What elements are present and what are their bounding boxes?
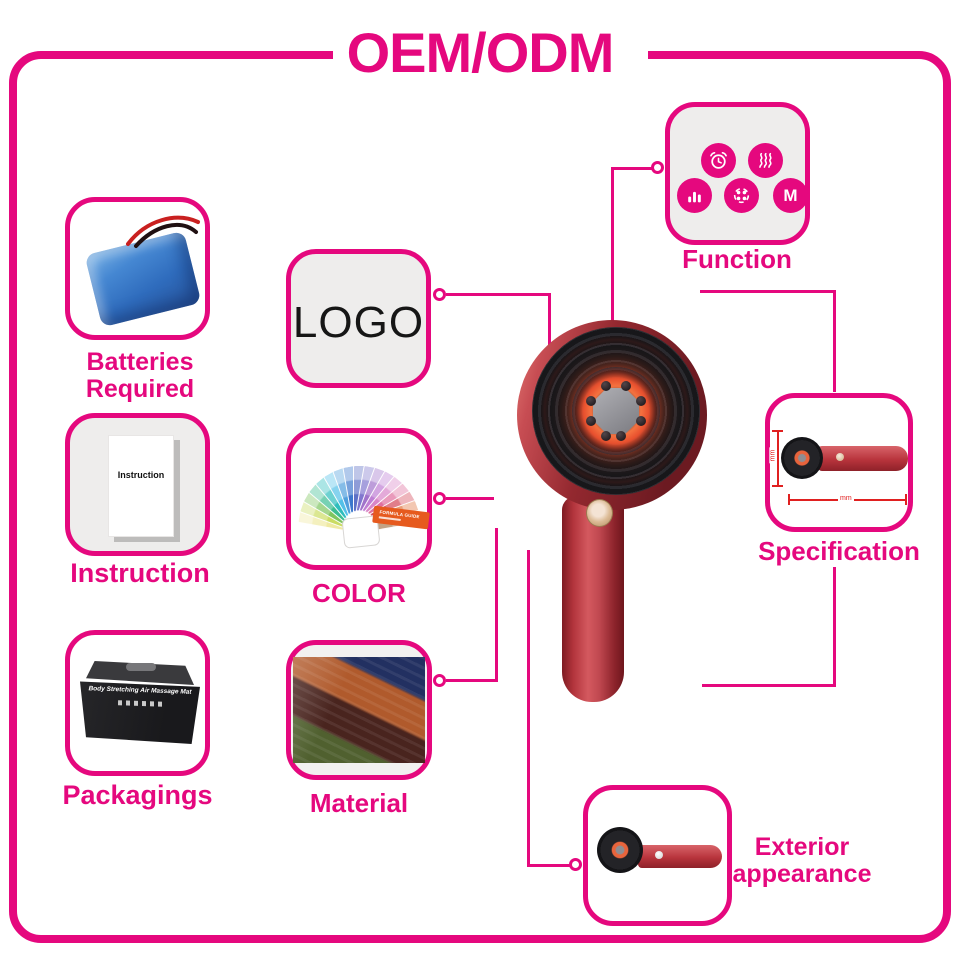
logo-text: LOGO: [292, 298, 425, 347]
connector-dot: [433, 288, 446, 301]
instruction-paper: Instruction: [108, 435, 174, 537]
page-title: OEM/ODM: [346, 21, 615, 84]
heat-icon: [748, 143, 783, 178]
intensity-icon: [677, 178, 712, 213]
panel-function: M: [665, 102, 810, 245]
device-head: [517, 320, 707, 510]
panel-batteries: [65, 197, 210, 340]
specification-label: Specification: [758, 536, 920, 566]
device-center-plate: [593, 388, 639, 434]
material-photo: [293, 657, 425, 763]
connector-dot: [651, 161, 664, 174]
panel-packagings: Body Stretching Air Massage Mat: [65, 630, 210, 776]
kneading-icon: [724, 178, 759, 213]
connector-dot: [433, 674, 446, 687]
connector-dot: [433, 492, 446, 505]
device-glow-ring: [572, 367, 660, 455]
panel-instruction: Instruction: [65, 413, 210, 556]
package-box-image: Body Stretching Air Massage Mat: [80, 661, 200, 747]
connector-dot: [569, 858, 582, 871]
mode-icon: M: [773, 178, 808, 213]
timer-icon: [701, 143, 736, 178]
packagings-label: Packagings: [62, 780, 213, 810]
panel-color: FORMULA GUIDE: [286, 428, 432, 570]
package-handle: [126, 663, 156, 671]
panel-logo: LOGO: [286, 249, 431, 388]
function-label: Function: [682, 244, 792, 274]
device-massage-face: [532, 327, 700, 495]
battery-wires: [126, 215, 200, 248]
panel-material: [286, 640, 432, 780]
instruction-paper-text: Instruction: [117, 470, 165, 480]
instruction-label: Instruction: [70, 558, 210, 588]
power-button: [586, 499, 613, 527]
exterior-label: Exterior appearance: [732, 833, 872, 888]
color-label: COLOR: [312, 578, 406, 608]
title-background: [333, 44, 648, 64]
device-handle: [562, 496, 624, 702]
material-label: Material: [309, 788, 409, 818]
batteries-label: Batteries Required: [85, 348, 195, 403]
